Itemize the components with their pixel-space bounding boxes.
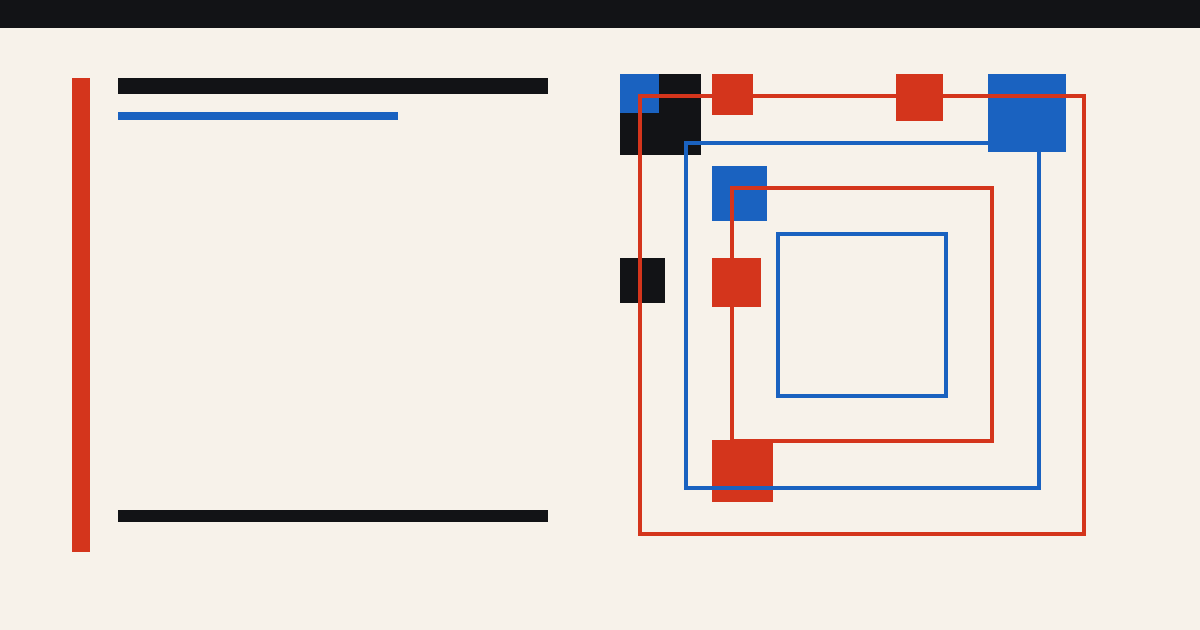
- inner-blue-frame: [776, 232, 948, 398]
- footer-placeholder-bar: [118, 510, 548, 522]
- top-bar: [0, 0, 1200, 28]
- outer-red-frame: [638, 94, 1086, 536]
- title-placeholder-bar: [118, 78, 548, 94]
- red-square-bottom: [712, 440, 773, 502]
- blue-frame: [684, 141, 1041, 490]
- red-square-middle: [712, 258, 761, 307]
- blue-square-top-right: [988, 74, 1066, 152]
- subtitle-placeholder-bar: [118, 112, 398, 120]
- blue-square-middle: [712, 166, 767, 221]
- accent-rule: [72, 78, 90, 552]
- black-square-left: [620, 258, 665, 303]
- inner-red-frame: [730, 186, 994, 443]
